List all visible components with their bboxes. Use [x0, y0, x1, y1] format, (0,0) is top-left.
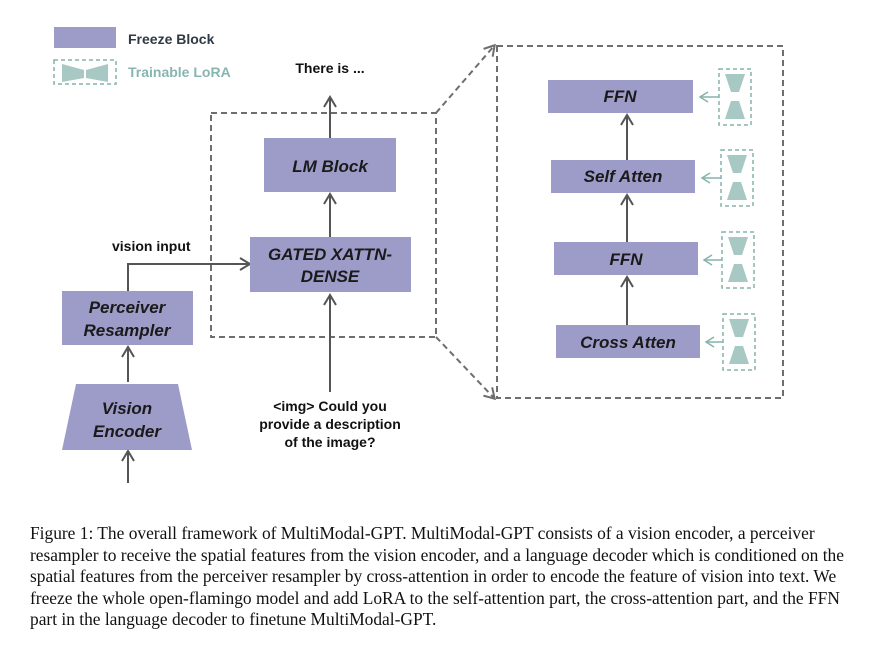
- detail-dashed-border: [496, 45, 784, 399]
- lm-block-label: LM Block: [292, 157, 369, 176]
- legend-freeze-label: Freeze Block: [128, 31, 215, 47]
- arrow-resampler-to-xattn: [127, 257, 252, 291]
- framework-diagram: Freeze Block Trainable LoRA Vision Encod…: [53, 27, 784, 483]
- lm-block-detail: FFN Self Atten FFN Cross Atten: [496, 45, 784, 399]
- language-decoder-region: There is ... LM Block GATED XATTN- DENSE…: [210, 60, 437, 450]
- perceiver-resampler-label-line1: Perceiver: [89, 298, 167, 317]
- figure-caption: Figure 1: The overall framework of Multi…: [30, 523, 844, 629]
- lora-module-ffn-mid: [702, 231, 755, 289]
- prompt-line3: of the image?: [284, 434, 375, 450]
- perceiver-resampler-label-line2: Resampler: [84, 321, 172, 340]
- zoom-connector-bottom: [435, 336, 497, 401]
- vision-encoder-block: [62, 384, 192, 450]
- ffn-mid-label: FFN: [609, 250, 643, 269]
- ffn-top-block: [548, 80, 693, 113]
- vision-input-label: vision input: [112, 238, 191, 254]
- lm-block: [264, 138, 396, 192]
- legend: Freeze Block Trainable LoRA: [53, 27, 231, 85]
- legend-lora-icon: [62, 64, 84, 82]
- self-atten-block: [551, 160, 695, 193]
- perceiver-resampler-block: [62, 291, 193, 345]
- lora-module-self-atten: [700, 149, 754, 207]
- self-atten-label: Self Atten: [584, 167, 663, 186]
- vision-encoder-label-line2: Encoder: [93, 422, 162, 441]
- ffn-top-label: FFN: [603, 87, 637, 106]
- lora-module-ffn-top: [698, 68, 752, 126]
- vision-encoder-label-line1: Vision: [102, 399, 152, 418]
- ffn-mid-block: [554, 242, 698, 275]
- left-column: Vision Encoder Perceiver Resampler visio…: [62, 238, 252, 483]
- gated-xattn-label-line1: GATED XATTN-: [268, 245, 392, 264]
- legend-lora-label: Trainable LoRA: [128, 64, 231, 80]
- cross-atten-label: Cross Atten: [580, 333, 676, 352]
- prompt-line2: provide a description: [259, 416, 401, 432]
- legend-freeze-swatch: [54, 27, 116, 48]
- cross-atten-block: [556, 325, 700, 358]
- zoom-connector-top: [435, 43, 496, 114]
- legend-lora-swatch: [53, 59, 117, 85]
- legend-lora-icon-right: [86, 64, 108, 82]
- lora-module-cross-atten: [704, 313, 756, 371]
- gated-xattn-block: [250, 237, 411, 292]
- decoder-dashed-border: [210, 112, 437, 338]
- gated-xattn-label-line2: DENSE: [301, 267, 360, 286]
- output-text: There is ...: [295, 60, 364, 76]
- prompt-line1: <img> Could you: [273, 398, 387, 414]
